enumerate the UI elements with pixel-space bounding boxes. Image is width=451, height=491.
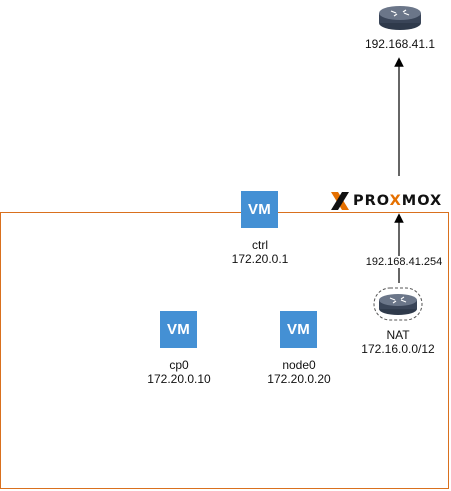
vm-node0-icon: VM xyxy=(280,311,317,348)
vm-ctrl-icon: VM xyxy=(241,191,278,228)
nat-router xyxy=(373,287,423,321)
vm-cp0-label: cp0 172.20.0.10 xyxy=(147,358,210,386)
vm-node0-label: node0 172.20.0.20 xyxy=(267,358,330,386)
vm-cp0-icon: VM xyxy=(160,311,197,348)
upstream-router xyxy=(377,2,423,32)
nat-router-subnet: 172.16.0.0/12 xyxy=(361,342,435,356)
vm-cp0-ip: 172.20.0.10 xyxy=(147,372,211,386)
vm-ctrl-label: ctrl 172.20.0.1 xyxy=(232,238,289,266)
proxmox-host-frame xyxy=(0,212,449,489)
proxmox-logo: PROXMOX xyxy=(330,190,442,212)
nat-uplink-ip: 192.168.41.254 xyxy=(364,256,444,268)
nat-router-icon xyxy=(373,287,423,321)
nat-router-name: NAT xyxy=(386,328,410,342)
proxmox-x-icon xyxy=(331,192,349,210)
proxmox-text-pro: PRO xyxy=(353,193,390,209)
proxmox-text-mox: MOX xyxy=(401,193,443,209)
proxmox-text-x: X xyxy=(389,193,402,209)
vm-cp0-name: cp0 xyxy=(169,358,189,372)
router-icon xyxy=(379,6,421,30)
vm-ctrl-name: ctrl xyxy=(252,238,268,252)
vm-ctrl-ip: 172.20.0.1 xyxy=(231,252,289,266)
vm-node0-ip: 172.20.0.20 xyxy=(267,372,331,386)
upstream-router-ip: 192.168.41.1 xyxy=(364,37,436,51)
nat-router-label: NAT 172.16.0.0/12 xyxy=(361,328,434,356)
vm-node0-name: node0 xyxy=(282,358,316,372)
